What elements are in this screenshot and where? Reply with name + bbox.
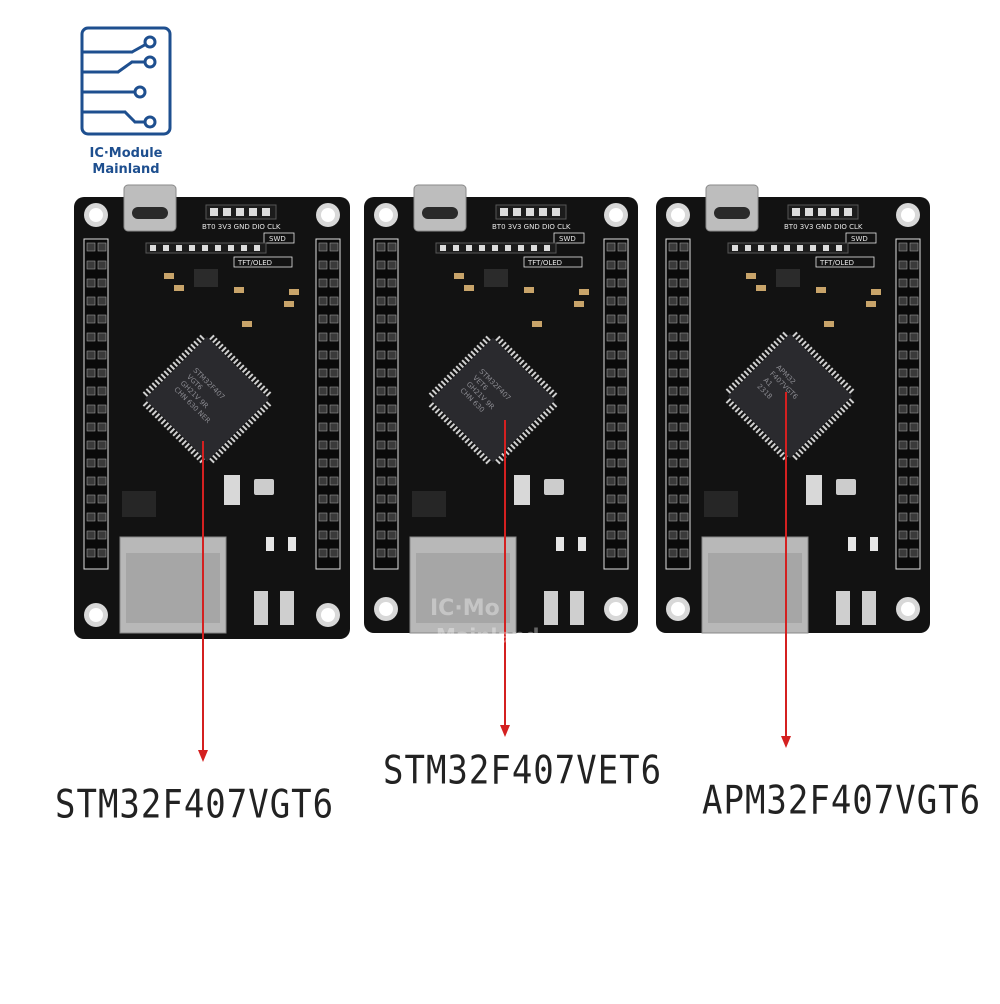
swd-label: SWD (851, 235, 868, 243)
smd-component (242, 321, 252, 327)
board-3: BT0 3V3 GND DIO CLK SWD TFT/OLED APM32F407V… (656, 184, 930, 634)
crystal (514, 475, 530, 505)
smd-component (164, 273, 174, 279)
tft-oled-label: TFT/OLED (237, 259, 272, 267)
crystal (224, 475, 240, 505)
smd-component (579, 289, 589, 295)
tft-oled-label: TFT/OLED (527, 259, 562, 267)
flash-chip (412, 491, 446, 517)
smd-component (289, 289, 299, 295)
smd-component (464, 285, 474, 291)
smd-component (454, 273, 464, 279)
tft-oled-label: TFT/OLED (819, 259, 854, 267)
swd-pin-labels: BT0 3V3 GND DIO CLK (492, 223, 571, 231)
arrow-head (198, 750, 208, 762)
flash-chip (122, 491, 156, 517)
user-button (862, 591, 876, 625)
led (578, 537, 586, 551)
smd-component (524, 287, 534, 293)
model-label-2: STM32F407VET6 (383, 748, 663, 794)
crystal (254, 479, 274, 495)
board-1: BT0 3V3 GND DIO CLK SWD TFT/OLED STM32F407V… (74, 184, 350, 639)
arrow-head (500, 725, 510, 737)
smd-component (532, 321, 542, 327)
swd-label: SWD (559, 235, 576, 243)
crystal (836, 479, 856, 495)
smd-component (746, 273, 756, 279)
led (848, 537, 856, 551)
reset-button (836, 591, 850, 625)
smd-component (866, 301, 876, 307)
regulator (484, 269, 508, 287)
brand-name-line1: IC·Module (89, 146, 163, 161)
smd-component (816, 287, 826, 293)
smd-component (174, 285, 184, 291)
led (870, 537, 878, 551)
flash-chip (704, 491, 738, 517)
swd-label: SWD (269, 235, 286, 243)
arrow-head (781, 736, 791, 748)
watermark-line2: Mainland (436, 624, 540, 648)
model-label-1: STM32F407VGT6 (55, 782, 335, 828)
swd-pin-labels: BT0 3V3 GND DIO CLK (784, 223, 863, 231)
watermark-line1: IC·Mo (430, 596, 500, 621)
model-label-3: APM32F407VGT6 (702, 778, 982, 824)
circuit-logo-icon (80, 26, 172, 136)
reset-button (254, 591, 268, 625)
swd-pin-labels: BT0 3V3 GND DIO CLK (202, 223, 281, 231)
user-button (280, 591, 294, 625)
led (556, 537, 564, 551)
crystal (544, 479, 564, 495)
regulator (194, 269, 218, 287)
brand-name-line2: Mainland (92, 162, 160, 177)
led (288, 537, 296, 551)
smd-component (284, 301, 294, 307)
smd-component (234, 287, 244, 293)
reset-button (544, 591, 558, 625)
user-button (570, 591, 584, 625)
led (266, 537, 274, 551)
crystal (806, 475, 822, 505)
board-2: BT0 3V3 GND DIO CLK SWD TFT/OLED STM32F407V… (364, 184, 638, 634)
smd-component (871, 289, 881, 295)
regulator (776, 269, 800, 287)
smd-component (756, 285, 766, 291)
smd-component (574, 301, 584, 307)
smd-component (824, 321, 834, 327)
